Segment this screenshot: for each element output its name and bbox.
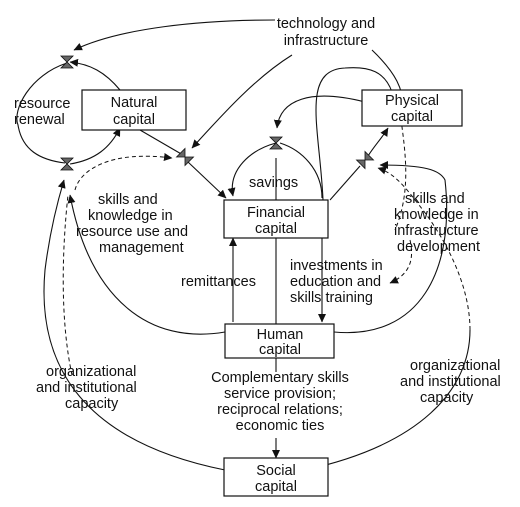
org-left-label: organizational and institutional capacit… bbox=[36, 364, 137, 412]
physical-to-savings-valve bbox=[273, 95, 366, 129]
svg-text:resource: resource bbox=[14, 96, 70, 112]
svg-text:technology and: technology and bbox=[277, 16, 375, 32]
dash-right-upper bbox=[394, 111, 407, 231]
valve-natural-financial bbox=[175, 147, 195, 167]
savings-label: savings bbox=[249, 175, 298, 191]
svg-text:organizational: organizational bbox=[410, 358, 500, 374]
svg-text:and institutional: and institutional bbox=[400, 374, 501, 390]
natural-capital-line1: Natural bbox=[111, 95, 158, 111]
svg-text:service provision;: service provision; bbox=[224, 386, 336, 402]
physical-capital-line1: Physical bbox=[385, 93, 439, 109]
financial-capital-line2: capital bbox=[255, 221, 297, 237]
right-valve-to-physical bbox=[367, 127, 389, 157]
svg-text:resource use and: resource use and bbox=[76, 224, 188, 240]
svg-text:capacity: capacity bbox=[65, 396, 119, 412]
svg-text:organizational: organizational bbox=[46, 364, 136, 380]
remittances-label: remittances bbox=[181, 274, 256, 290]
valve-bottom-left bbox=[60, 157, 74, 171]
svg-text:infrastructure: infrastructure bbox=[284, 33, 369, 49]
human-capital-line2: capital bbox=[259, 342, 301, 358]
svg-text:and institutional: and institutional bbox=[36, 380, 137, 396]
svg-text:remittances: remittances bbox=[181, 274, 256, 290]
natural-to-mid-valve bbox=[139, 129, 184, 156]
resource-renewal-to-natural bbox=[69, 127, 121, 165]
svg-text:skills and: skills and bbox=[405, 191, 465, 207]
svg-text:Complementary skills: Complementary skills bbox=[211, 370, 349, 386]
skills-infrastructure-label: skills and knowledge in infrastructure d… bbox=[394, 191, 480, 255]
physical-loop bbox=[315, 67, 393, 201]
dash-left-upper bbox=[74, 153, 173, 191]
complementary-label: Complementary skills service provision; … bbox=[211, 370, 349, 434]
svg-text:infrastructure: infrastructure bbox=[394, 223, 479, 239]
dash-right-long bbox=[377, 166, 471, 331]
physical-capital-line2: capital bbox=[391, 109, 433, 125]
financial-to-right-valve bbox=[329, 165, 361, 201]
human-capital-line1: Human bbox=[257, 327, 304, 343]
physical-capital-node: Physical capital bbox=[361, 89, 463, 127]
financial-capital-node: Financial capital bbox=[223, 199, 329, 239]
technology-label: technology and infrastructure bbox=[277, 16, 375, 49]
human-right-arc bbox=[333, 161, 448, 334]
natural-capital-node: Natural capital bbox=[81, 89, 187, 131]
svg-text:knowledge in: knowledge in bbox=[394, 207, 479, 223]
social-capital-node: Social capital bbox=[223, 457, 329, 497]
svg-text:management: management bbox=[99, 240, 184, 256]
svg-text:skills training: skills training bbox=[290, 290, 373, 306]
org-right-arc bbox=[304, 329, 471, 471]
svg-text:investments in: investments in bbox=[290, 258, 383, 274]
social-capital-line1: Social bbox=[256, 463, 296, 479]
technology-to-top-valve bbox=[73, 19, 276, 51]
technology-to-mid-valve bbox=[191, 54, 293, 149]
org-right-label: organizational and institutional capacit… bbox=[400, 358, 501, 406]
social-capital-line2: capital bbox=[255, 479, 297, 495]
svg-text:renewal: renewal bbox=[14, 112, 65, 128]
valve-top-left bbox=[60, 55, 74, 69]
resource-renewal-label: resource renewal bbox=[14, 96, 70, 128]
org-left-arc bbox=[43, 179, 226, 471]
dash-left-lower bbox=[62, 194, 73, 376]
resource-renewal-loop-to-valve bbox=[69, 58, 121, 91]
svg-text:development: development bbox=[397, 239, 480, 255]
svg-text:skills and: skills and bbox=[98, 192, 158, 208]
human-left-arc bbox=[67, 194, 226, 335]
financial-capital-line1: Financial bbox=[247, 205, 305, 221]
svg-text:economic ties: economic ties bbox=[236, 418, 325, 434]
natural-capital-line2: capital bbox=[113, 112, 155, 128]
svg-text:knowledge in: knowledge in bbox=[88, 208, 173, 224]
svg-text:savings: savings bbox=[249, 175, 298, 191]
valve-savings bbox=[269, 136, 283, 150]
mid-valve-to-financial bbox=[187, 161, 227, 199]
svg-text:capacity: capacity bbox=[420, 390, 474, 406]
savings-loop-right bbox=[279, 142, 323, 199]
human-capital-node: Human capital bbox=[224, 323, 335, 359]
resource-renewal-loop-top bbox=[16, 62, 68, 164]
valve-financial-physical bbox=[355, 150, 375, 170]
savings-loop bbox=[227, 142, 277, 197]
skills-resource-label: skills and knowledge in resource use and… bbox=[76, 192, 188, 256]
svg-text:education and: education and bbox=[290, 274, 381, 290]
svg-text:reciprocal relations;: reciprocal relations; bbox=[217, 402, 343, 418]
investments-label: investments in education and skills trai… bbox=[290, 258, 383, 306]
